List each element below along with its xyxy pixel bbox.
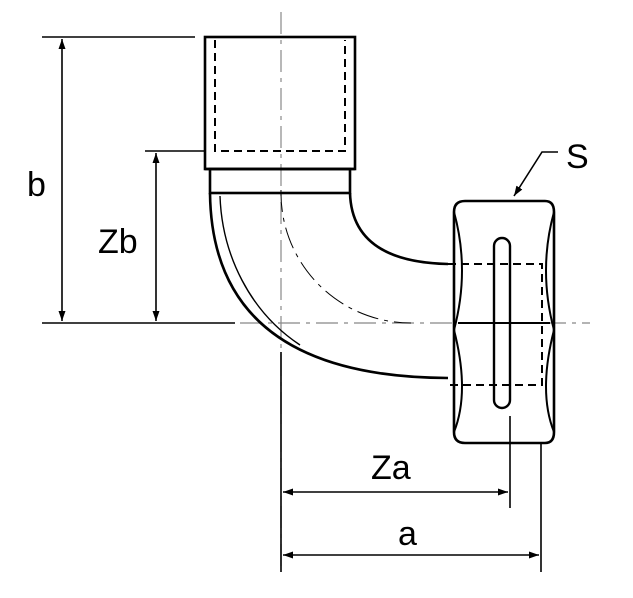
inner-bend — [348, 192, 449, 266]
nut-outline — [452, 199, 556, 445]
nut-size-label-s: S — [566, 138, 589, 176]
dim-label-b: b — [27, 166, 46, 204]
dimensions — [42, 36, 558, 572]
dim-label-zb: Zb — [98, 223, 138, 261]
dim-label-za: Za — [371, 449, 411, 487]
body-shading-line — [219, 195, 301, 346]
inner-bend-arc — [280, 189, 412, 324]
dim-label-a: a — [398, 515, 417, 553]
union-nut — [448, 199, 556, 445]
elbow-body — [208, 192, 449, 380]
outer-bend — [208, 192, 449, 380]
centerlines — [240, 12, 590, 572]
socket-end — [203, 35, 357, 195]
s-leader-line — [513, 151, 558, 197]
nut-slot — [492, 236, 512, 410]
